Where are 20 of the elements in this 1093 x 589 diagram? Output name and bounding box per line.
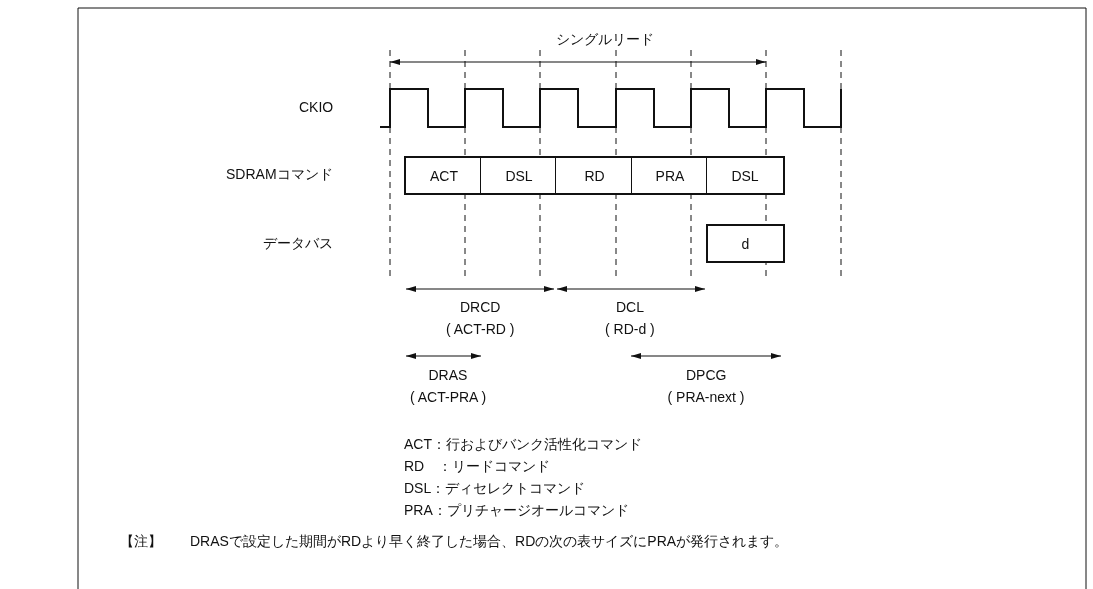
data-box: d [706, 224, 785, 263]
timing-label: ( PRA-next ) [667, 388, 745, 406]
legend-text: RD ：リードコマンド [404, 457, 551, 475]
signal-name: データバス [263, 234, 333, 252]
legend-text: PRA：プリチャージオールコマンド [404, 501, 629, 519]
timing-label: ( ACT-RD ) [446, 320, 515, 338]
signal-name: CKIO [299, 98, 334, 116]
note-text: DRASで設定した期間がRDより早く終了した場合、RDの次の表サイズにPRAが発行されます。 [190, 532, 789, 550]
legend-text: ACT：行およびバンク活性化コマンド [404, 435, 642, 453]
timing-label: DRAS [428, 366, 468, 384]
timing-label: ( ACT-PRA ) [410, 388, 487, 406]
command-box: DSL [706, 156, 785, 195]
signal-name: SDRAMコマンド [226, 165, 333, 183]
timing-label: ( RD-d ) [605, 320, 655, 338]
timing-label: DRCD [460, 298, 501, 316]
span-label: シングルリード [556, 30, 654, 48]
note-marker: 【注】 [120, 532, 162, 550]
legend-text: DSL：ディセレクトコマンド [404, 479, 586, 497]
timing-label: DCL [616, 298, 644, 316]
timing-label: DPCG [686, 366, 727, 384]
